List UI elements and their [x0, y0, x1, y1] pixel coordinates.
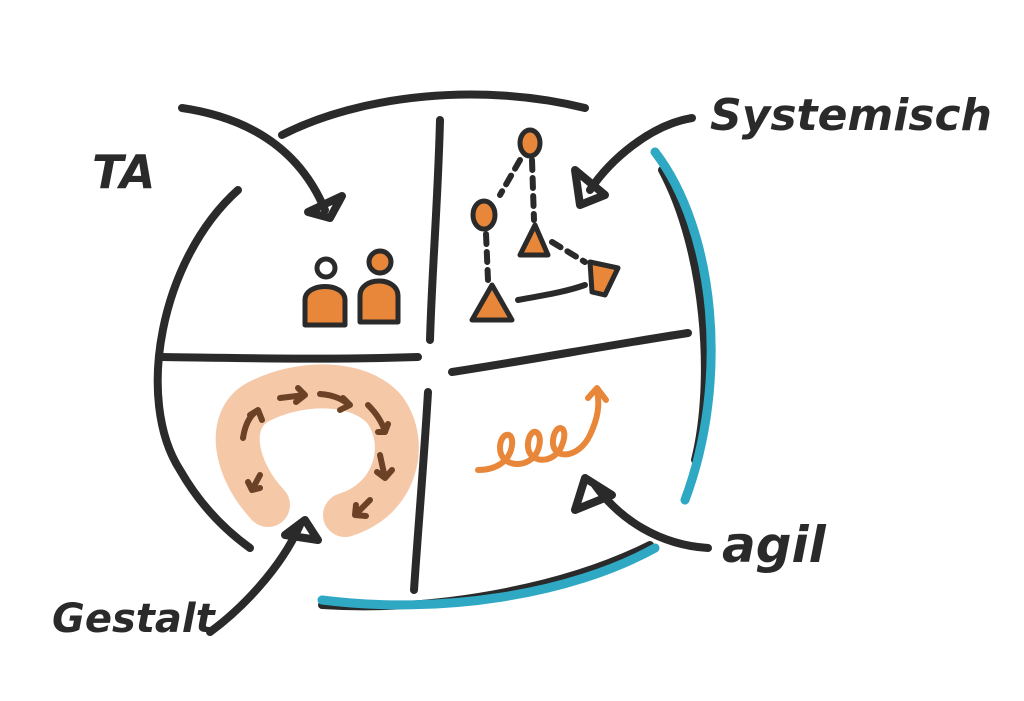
node-bottom	[469, 282, 515, 323]
link-left-bottom	[483, 231, 491, 283]
system-constellation-icon	[469, 127, 621, 323]
circle-arc-left	[153, 186, 254, 552]
circle-outline	[153, 90, 709, 611]
arrow-ta	[178, 104, 329, 214]
person2-body	[357, 278, 401, 325]
two-people-icon	[302, 248, 401, 328]
label-systemisch: Systemisch	[710, 90, 992, 141]
divider-vertical-top	[426, 116, 444, 344]
link-center-right	[549, 239, 588, 265]
person1-head	[314, 256, 338, 280]
blue-arc-right	[650, 147, 716, 505]
blue-arc-bottom	[317, 543, 660, 610]
divider-horizontal-right	[448, 329, 692, 376]
cycle-arrows-icon	[215, 364, 419, 537]
label-ta: TA	[92, 145, 155, 199]
circle-arc-top	[278, 90, 589, 139]
divider-vertical-bottom	[410, 388, 432, 594]
arrow-gestalt-head	[281, 516, 322, 544]
person2-head	[366, 248, 394, 276]
node-center	[517, 222, 551, 258]
arrow-agil-head	[571, 474, 616, 514]
node-right	[587, 259, 621, 298]
link-top-left	[497, 157, 523, 198]
quadrant-dividers	[158, 116, 692, 594]
agile-spiral-arrowhead	[585, 385, 609, 403]
person1-body	[302, 284, 348, 328]
agile-spiral-icon	[475, 385, 609, 473]
agile-spiral	[475, 387, 602, 473]
blue-highlight	[317, 147, 716, 610]
arrow-systemisch	[586, 114, 696, 194]
arrow-gestalt	[206, 521, 304, 636]
label-agil: agil	[722, 516, 827, 574]
divider-horizontal-left	[158, 353, 422, 363]
arrow-ta-head	[304, 192, 346, 222]
arrow-systemisch-head	[571, 166, 609, 209]
cycle-band	[215, 364, 419, 537]
label-arrows	[178, 104, 712, 636]
label-gestalt: Gestalt	[52, 596, 217, 642]
node-top	[517, 127, 543, 159]
node-left	[470, 198, 498, 232]
link-bottom-right	[515, 282, 588, 303]
cycle-arrow-marks	[240, 385, 395, 519]
link-top-center	[529, 157, 537, 223]
